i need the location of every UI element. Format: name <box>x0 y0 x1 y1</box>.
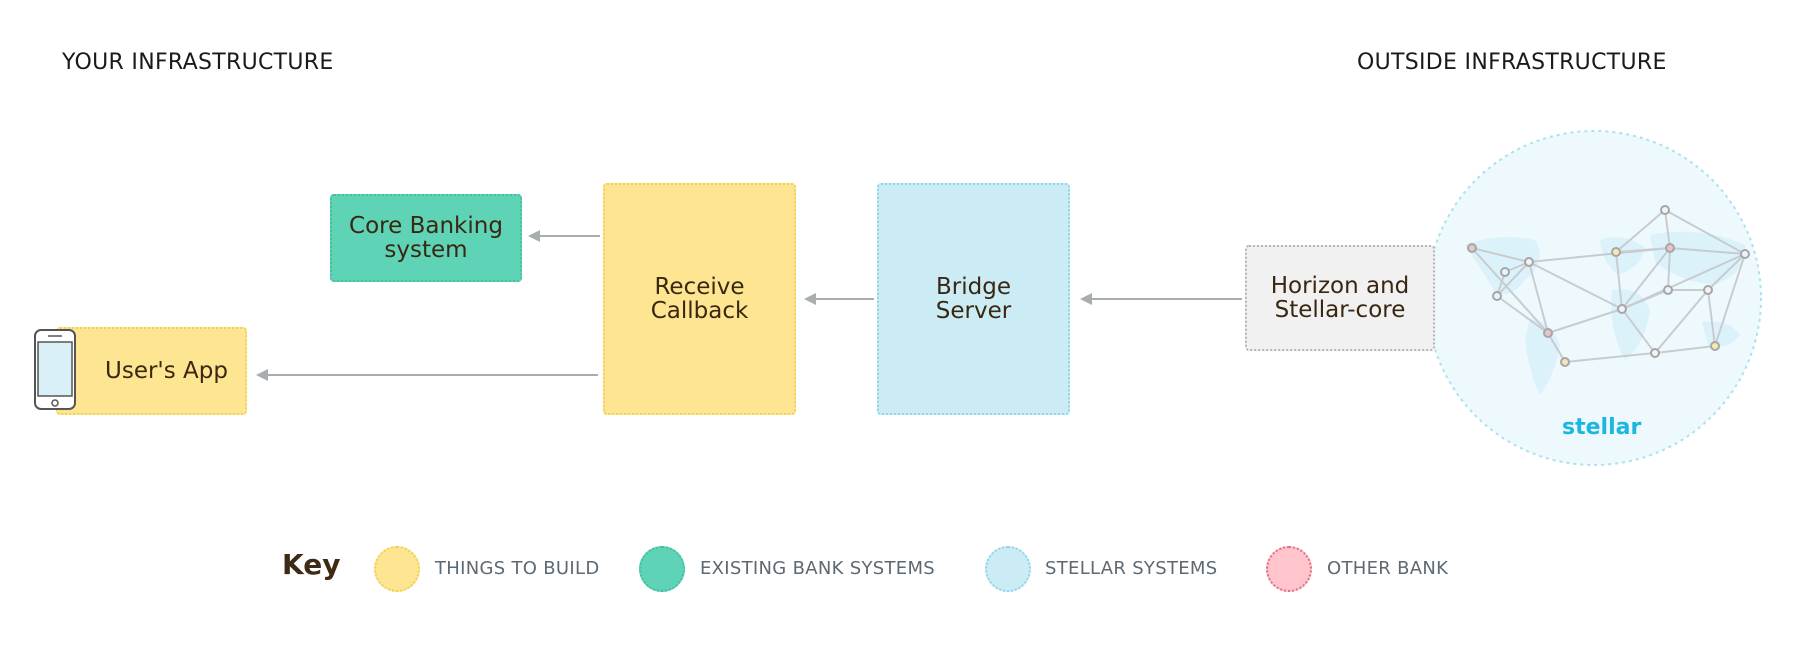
legend-existing-bank-swatch <box>639 546 685 592</box>
outside-infrastructure-heading: OUTSIDE INFRASTRUCTURE <box>1357 50 1667 75</box>
horizon-stellar-core-label: Horizon and Stellar-core <box>1270 273 1410 323</box>
legend-other-bank-label: OTHER BANK <box>1327 558 1449 579</box>
core-banking-system-box: Core Banking system <box>330 194 522 282</box>
legend-other-bank-swatch <box>1266 546 1312 592</box>
stellar-network-label: stellar <box>1562 415 1642 440</box>
legend-things-to-build-swatch <box>374 546 420 592</box>
users-app-box: User's App <box>56 327 247 415</box>
receive-callback-box: Receive Callback <box>603 183 796 415</box>
bridge-server-label: Bridge Server <box>935 274 1012 324</box>
bridge-server-box: Bridge Server <box>877 183 1070 415</box>
horizon-stellar-core-box: Horizon and Stellar-core <box>1245 245 1435 351</box>
legend-stellar-systems-swatch <box>985 546 1031 592</box>
legend-existing-bank-label: EXISTING BANK SYSTEMS <box>700 558 935 579</box>
your-infrastructure-heading: YOUR INFRASTRUCTURE <box>62 50 334 75</box>
network-nodes <box>1467 205 1750 367</box>
users-app-label: User's App <box>105 358 228 384</box>
legend-stellar-systems-label: STELLAR SYSTEMS <box>1045 558 1218 579</box>
legend-things-to-build-label: THINGS TO BUILD <box>435 558 600 579</box>
receive-callback-label: Receive Callback <box>650 274 749 324</box>
legend-title: Key <box>282 548 341 581</box>
core-banking-system-label: Core Banking system <box>349 213 503 263</box>
